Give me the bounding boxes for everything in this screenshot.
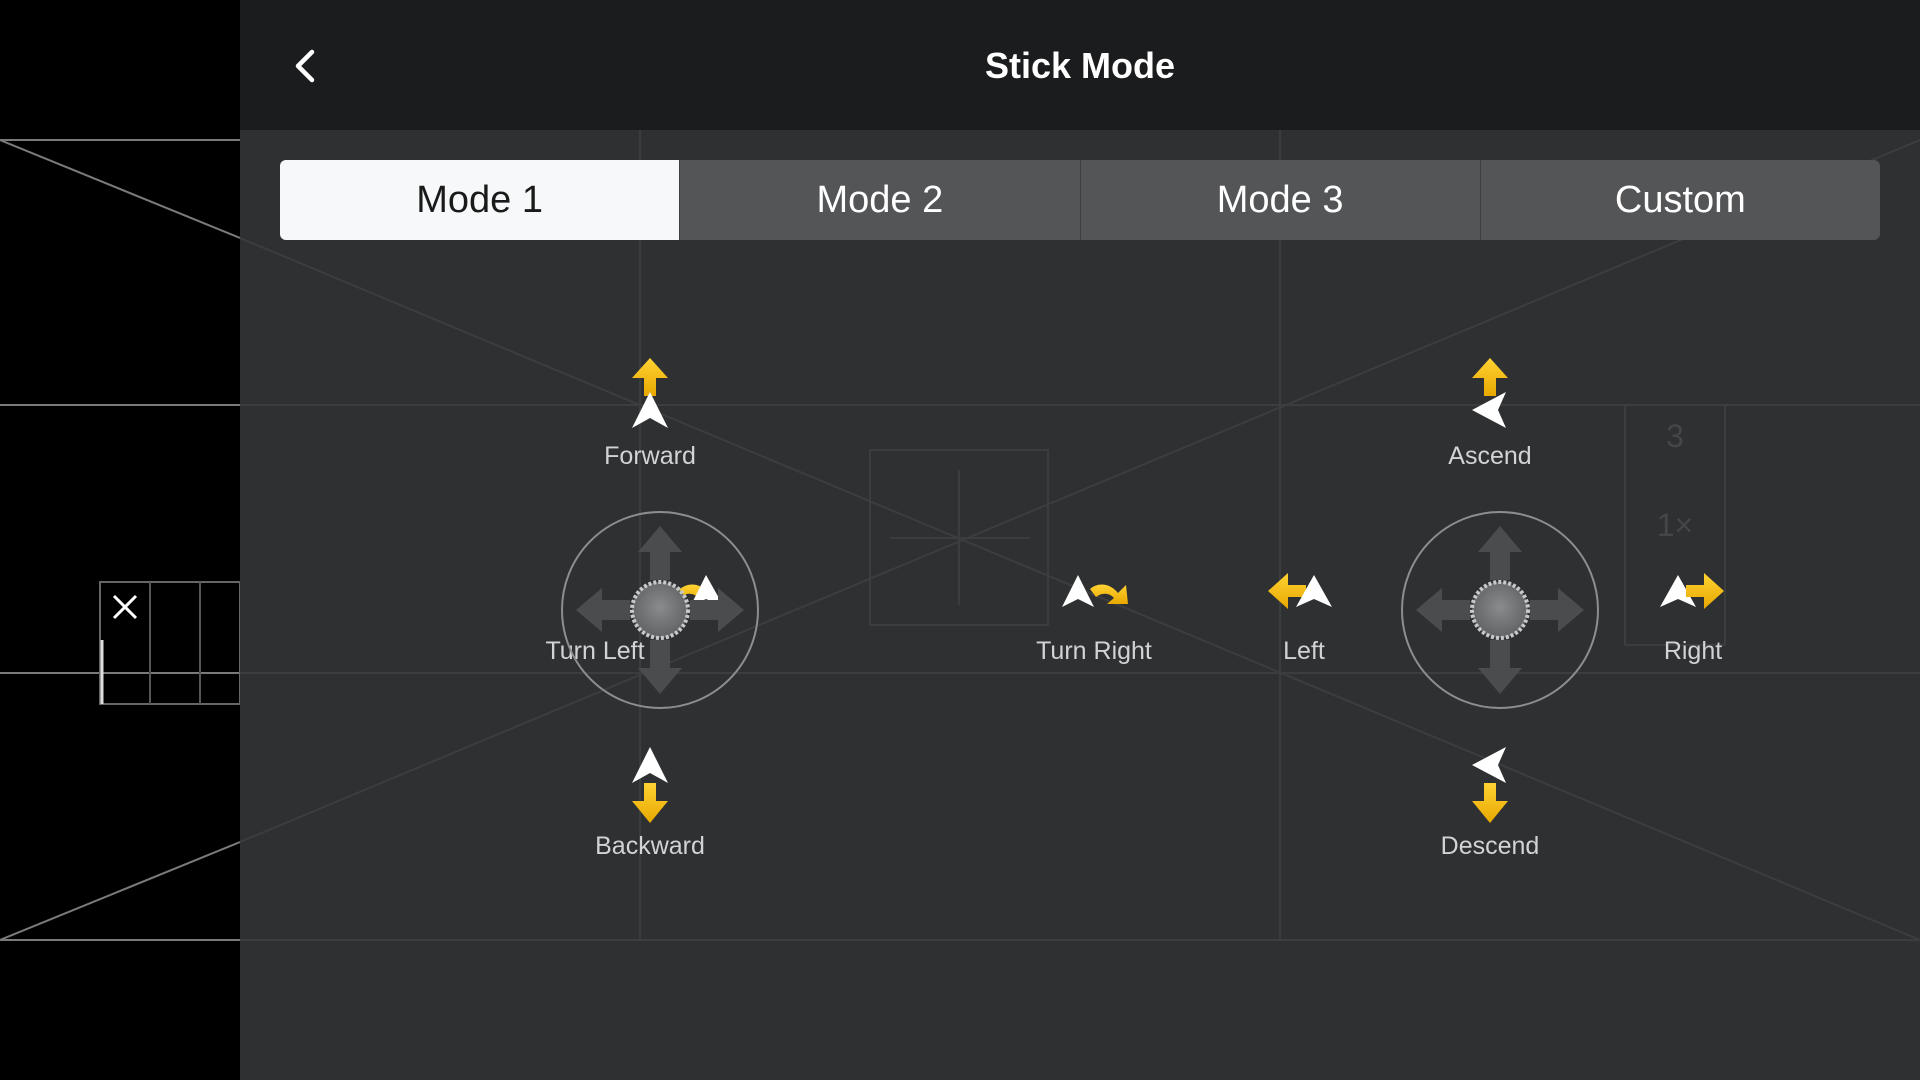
left-arrow-icon xyxy=(1268,573,1332,609)
close-icon[interactable] xyxy=(100,582,150,632)
forward-arrow-icon xyxy=(632,358,668,428)
label-forward: Forward xyxy=(604,442,696,470)
guide-lines xyxy=(0,139,240,941)
label-descend: Descend xyxy=(1440,832,1540,860)
label-backward: Backward xyxy=(595,832,705,860)
stick-diagram: Forward Turn Left Turn Right Backward xyxy=(240,0,1920,1080)
label-turn-right: Turn Right xyxy=(1036,637,1152,665)
right-joystick xyxy=(1401,511,1599,709)
chevron-left-icon xyxy=(295,49,315,83)
turn-right-arrow-icon xyxy=(1062,575,1128,607)
top-bar: Stick Mode xyxy=(240,0,1920,130)
tab-mode-2[interactable]: Mode 2 xyxy=(679,160,1079,240)
page-title: Stick Mode xyxy=(984,45,1176,86)
descend-arrow-icon xyxy=(1472,747,1508,823)
svg-text:1×: 1× xyxy=(1657,507,1693,543)
label-turn-left: Turn Left xyxy=(545,637,645,665)
svg-text:3: 3 xyxy=(1666,418,1684,454)
stick-mode-screen: 3 1× Stick Mode Mode 1 Mode 2 Mode 3 Cus… xyxy=(240,0,1920,1080)
background-camera-panel xyxy=(0,0,240,1080)
back-button[interactable] xyxy=(280,40,332,92)
right-arrow-icon xyxy=(1660,573,1724,609)
backward-arrow-icon xyxy=(632,747,668,823)
tab-mode-1[interactable]: Mode 1 xyxy=(280,160,680,240)
label-right: Right xyxy=(1663,637,1723,665)
label-left: Left xyxy=(1283,637,1325,665)
label-ascend: Ascend xyxy=(1448,442,1532,470)
tab-custom[interactable]: Custom xyxy=(1479,160,1880,240)
tab-mode-3[interactable]: Mode 3 xyxy=(1079,160,1480,240)
ascend-arrow-icon xyxy=(1472,358,1508,428)
mode-tabs: Mode 1 Mode 2 Mode 3 Custom xyxy=(280,160,1880,240)
left-joystick xyxy=(561,511,759,709)
